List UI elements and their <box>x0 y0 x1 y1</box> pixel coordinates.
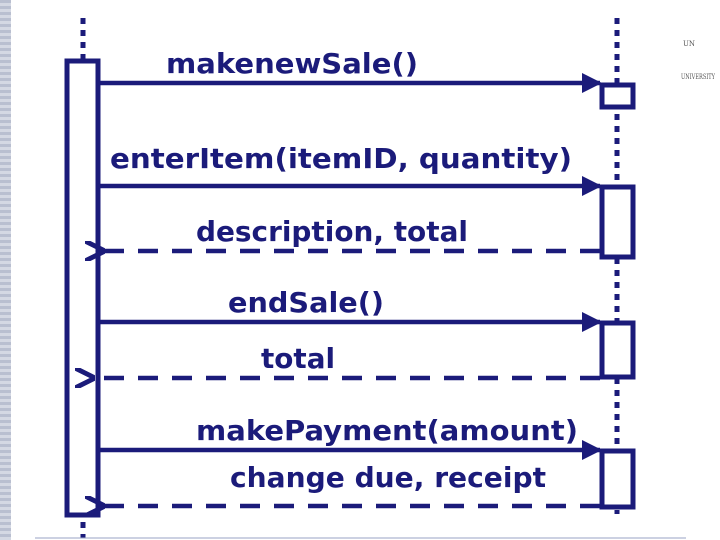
corner-mark-line1: UN <box>683 40 695 48</box>
activation-bar-makenewsale <box>599 82 636 110</box>
corner-mark-line2: UNIVERSITY <box>681 73 715 81</box>
activation-bar-left <box>64 58 101 518</box>
label-enteritem: enterItem(itemID, quantity) <box>110 142 572 175</box>
label-makepayment: makePayment(amount) <box>196 414 578 447</box>
label-description-total: description, total <box>196 215 468 248</box>
left-margin-strip <box>0 0 11 540</box>
activation-bar-makepayment <box>599 448 636 510</box>
label-endsale: endSale() <box>228 286 384 319</box>
label-change-due-receipt: change due, receipt <box>230 461 546 494</box>
activation-bar-endsale <box>599 320 636 380</box>
label-makenewsale: makenewSale() <box>166 47 418 80</box>
label-total: total <box>261 342 335 375</box>
activation-bar-enteritem <box>599 184 636 260</box>
